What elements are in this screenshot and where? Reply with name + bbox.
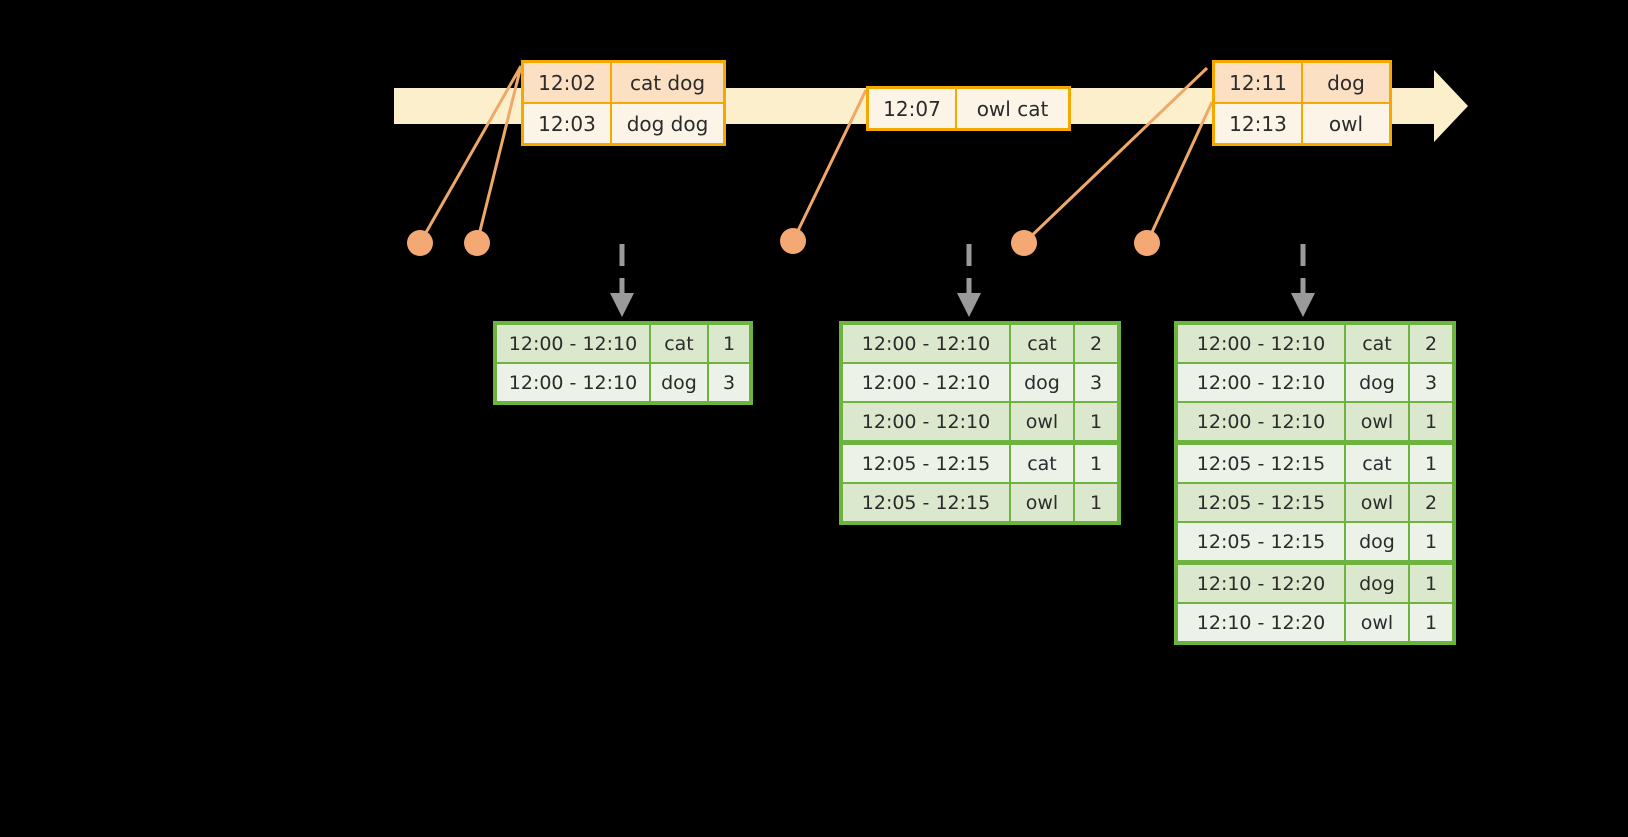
cell-key: owl <box>1011 403 1073 440</box>
dashed-arrow-heads <box>610 293 1315 317</box>
cell-key: owl <box>1011 484 1073 521</box>
cell-window: 12:00 - 12:10 <box>1178 403 1344 440</box>
cell-count: 1 <box>1410 445 1452 482</box>
cell-key: owl <box>1346 403 1408 440</box>
cell-count: 3 <box>709 364 749 401</box>
event-words: dog dog <box>626 111 709 136</box>
cell-count: 1 <box>1075 445 1117 482</box>
event-time: 12:03 <box>524 104 612 143</box>
dot-2 <box>464 230 490 256</box>
timeline-event-row[interactable]: 12:11 dog <box>1215 63 1389 102</box>
timeline-event-box-3[interactable]: 12:11 dog 12:13 owl <box>1212 60 1392 146</box>
timeline-event-row[interactable]: 12:07 owl cat <box>869 89 1068 128</box>
dashed-arrows <box>619 244 1306 296</box>
cell-window: 12:00 - 12:10 <box>843 403 1009 440</box>
cell-key: owl <box>1346 604 1408 641</box>
cell-count: 2 <box>1410 484 1452 521</box>
dot-4 <box>1011 230 1037 256</box>
cell-key: cat <box>1346 445 1408 482</box>
cell-count: 2 <box>1410 325 1452 362</box>
cell-window: 12:00 - 12:10 <box>843 364 1009 401</box>
cell-key: cat <box>1011 445 1073 482</box>
dot-3 <box>780 228 806 254</box>
event-time: 12:13 <box>1215 104 1303 143</box>
dot-5 <box>1134 230 1160 256</box>
cell-count: 1 <box>1410 565 1452 602</box>
cell-count: 1 <box>1410 604 1452 641</box>
cell-window: 12:00 - 12:10 <box>1178 325 1344 362</box>
cell-key: dog <box>651 364 707 401</box>
cell-window: 12:00 - 12:10 <box>1178 364 1344 401</box>
cell-count: 1 <box>709 325 749 362</box>
timeline-event-box-1[interactable]: 12:02 cat dog 12:03 dog dog <box>521 60 726 146</box>
cell-window: 12:05 - 12:15 <box>1178 445 1344 482</box>
cell-key: cat <box>1011 325 1073 362</box>
cell-key: dog <box>1346 523 1408 560</box>
event-words: owl cat <box>976 96 1049 121</box>
event-words: dog <box>1327 70 1365 95</box>
timeline-event-row[interactable]: 12:13 owl <box>1215 102 1389 143</box>
cell-count: 1 <box>1410 523 1452 560</box>
dot-1 <box>407 230 433 256</box>
timeline-event-row[interactable]: 12:02 cat dog <box>524 63 723 102</box>
event-words: owl <box>1328 111 1364 136</box>
event-words: cat dog <box>629 70 706 95</box>
cell-window: 12:10 - 12:20 <box>1178 604 1344 641</box>
cell-window: 12:05 - 12:15 <box>843 484 1009 521</box>
timeline-event-row[interactable]: 12:03 dog dog <box>524 102 723 143</box>
cell-count: 3 <box>1410 364 1452 401</box>
event-time: 12:02 <box>524 63 612 102</box>
cell-window: 12:00 - 12:10 <box>497 364 649 401</box>
cell-key: cat <box>1346 325 1408 362</box>
cell-window: 12:10 - 12:20 <box>1178 565 1344 602</box>
timeline-event-box-2[interactable]: 12:07 owl cat <box>866 86 1071 131</box>
cell-count: 1 <box>1075 403 1117 440</box>
cell-key: owl <box>1346 484 1408 521</box>
cell-window: 12:05 - 12:15 <box>1178 484 1344 521</box>
cell-count: 2 <box>1075 325 1117 362</box>
cell-key: dog <box>1346 565 1408 602</box>
event-dots <box>407 228 1160 256</box>
cell-count: 3 <box>1075 364 1117 401</box>
event-time: 12:07 <box>869 89 957 128</box>
event-time: 12:11 <box>1215 63 1303 102</box>
cell-count: 1 <box>1075 484 1117 521</box>
cell-key: cat <box>651 325 707 362</box>
cell-count: 1 <box>1410 403 1452 440</box>
cell-key: dog <box>1011 364 1073 401</box>
cell-window: 12:05 - 12:15 <box>1178 523 1344 560</box>
cell-key: dog <box>1346 364 1408 401</box>
cell-window: 12:05 - 12:15 <box>843 445 1009 482</box>
cell-window: 12:00 - 12:10 <box>497 325 649 362</box>
cell-window: 12:00 - 12:10 <box>843 325 1009 362</box>
